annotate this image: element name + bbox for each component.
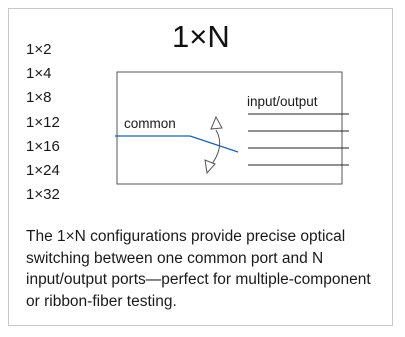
description-text: The 1×N configurations provide precise o… bbox=[26, 228, 371, 310]
configuration-item: 1×8 bbox=[26, 89, 52, 107]
switch-fiber-line bbox=[189, 135, 239, 153]
configuration-list: 1×2 1×4 1×8 1×12 1×16 1×24 1×32 bbox=[26, 38, 60, 207]
io-port-label: input/output bbox=[247, 94, 318, 109]
content-card bbox=[8, 8, 393, 326]
switch-direction-arrow-icon bbox=[204, 115, 223, 175]
configuration-item: 1×12 bbox=[26, 113, 60, 131]
switch-box bbox=[116, 71, 343, 185]
configuration-item: 1×4 bbox=[26, 65, 52, 83]
configuration-item: 1×24 bbox=[26, 162, 60, 180]
common-port-label: common bbox=[124, 116, 176, 131]
configuration-item: 1×32 bbox=[26, 186, 60, 204]
configuration-item: 1×2 bbox=[26, 41, 52, 58]
configuration-item: 1×16 bbox=[26, 137, 60, 155]
diagram-title: 1×N bbox=[172, 19, 230, 54]
